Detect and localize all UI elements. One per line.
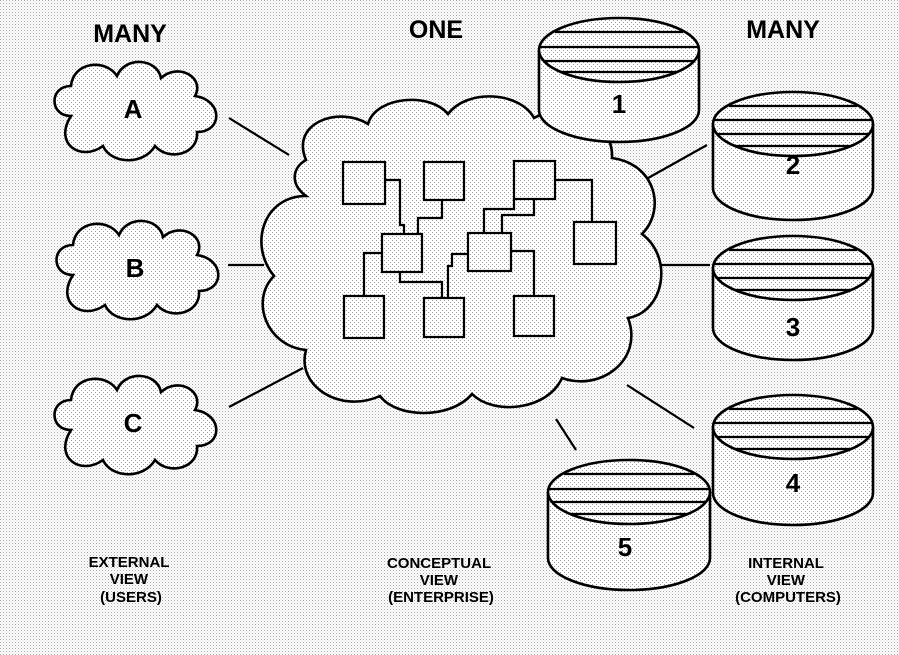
cylinder-3-label: 3: [786, 312, 800, 342]
entity-box: [342, 294, 386, 340]
conceptual-cloud: [260, 95, 663, 415]
cylinder-1: 1: [537, 16, 701, 144]
cylinder-5: 5: [546, 458, 712, 592]
header-center: ONE: [409, 16, 463, 44]
entity-box: [466, 231, 513, 273]
cylinder-1-label: 1: [612, 89, 626, 119]
entity-box: [380, 232, 424, 274]
connector-5: [555, 418, 577, 451]
cloud-c: C: [53, 374, 218, 476]
caption-internal: INTERNAL VIEW (COMPUTERS): [735, 555, 841, 606]
connector-c: [228, 367, 304, 408]
cylinder-2-label: 2: [786, 150, 800, 180]
cylinder-4-label: 4: [786, 468, 801, 498]
cylinder-4: 4: [711, 393, 875, 527]
cloud-c-label: C: [124, 408, 143, 438]
entity-box: [341, 160, 387, 206]
entity-wiring: [362, 178, 594, 298]
header-right: MANY: [746, 16, 820, 44]
entity-box: [422, 296, 466, 339]
cloud-a-label: A: [124, 94, 143, 124]
cylinder-5-label: 5: [618, 532, 632, 562]
connector-lines: [228, 116, 710, 451]
entity-box: [512, 159, 557, 201]
caption-external: EXTERNAL VIEW (USERS): [89, 554, 174, 606]
entity-box: [422, 160, 466, 202]
connector-2: [640, 144, 708, 183]
header-left: MANY: [93, 20, 167, 48]
connector-a: [228, 117, 290, 156]
cylinder-3: 3: [711, 234, 875, 362]
cylinder-2: 2: [711, 90, 875, 222]
cloud-b-label: B: [126, 253, 145, 283]
cloud-b: B: [55, 219, 220, 321]
entity-box: [512, 294, 556, 338]
cloud-a: A: [53, 60, 218, 162]
entity-box: [572, 220, 618, 266]
connector-4: [626, 384, 695, 429]
caption-conceptual: CONCEPTUAL VIEW (ENTERPRISE): [387, 555, 495, 606]
